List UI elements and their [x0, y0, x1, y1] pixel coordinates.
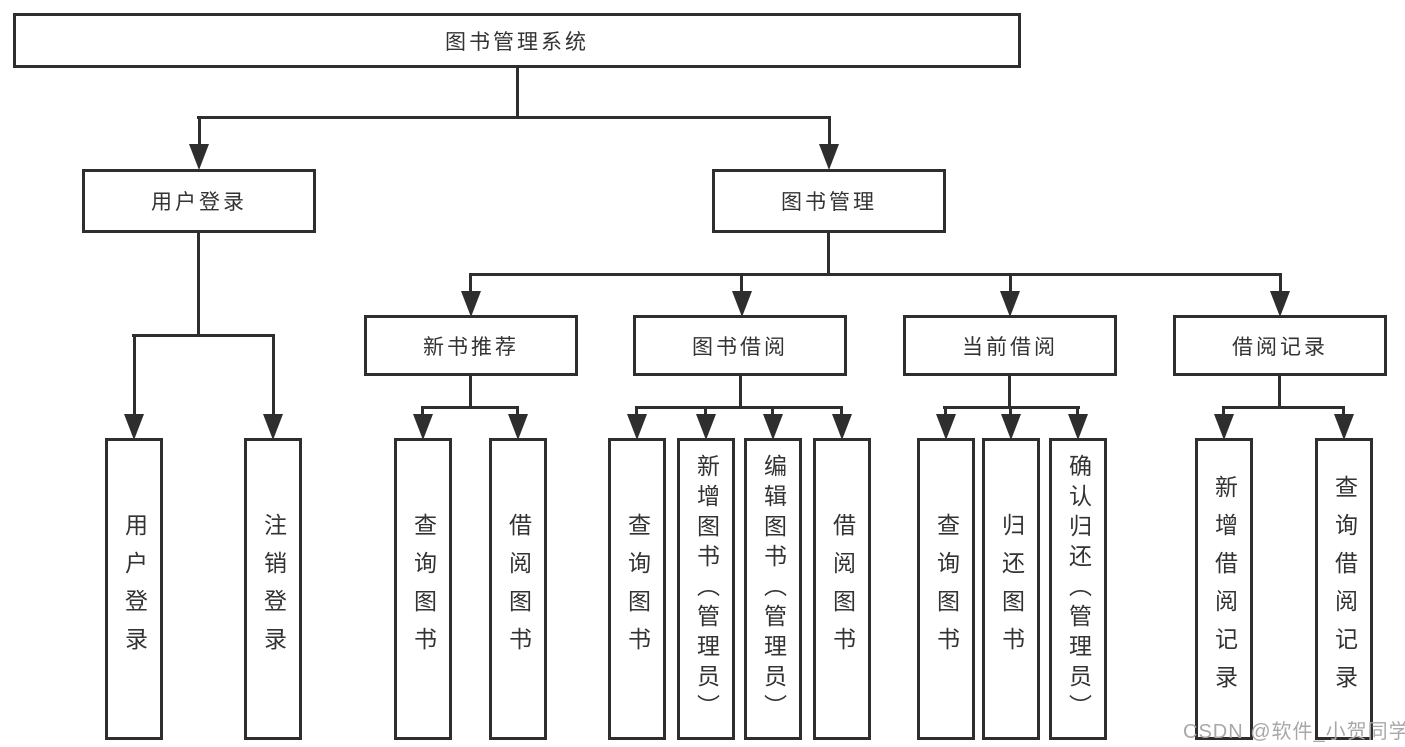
leaf-query-books-current-label: 查询图书: [933, 513, 960, 665]
leaf-borrow-books-label: 借阅图书: [829, 513, 856, 665]
node-user-login-label: 用户登录: [151, 191, 247, 214]
connector-hline: [197, 116, 831, 119]
arrow-down-icon: [627, 414, 647, 440]
connector-arrow-stub: [944, 406, 947, 418]
arrow-down-icon: [1270, 291, 1290, 317]
node-book-borrowing: 图书借阅: [633, 315, 847, 376]
connector-vline: [1278, 374, 1281, 409]
node-user-login: 用户登录: [82, 169, 316, 233]
leaf-query-books-current: 查询图书: [917, 438, 975, 740]
node-new-book-recommend: 新书推荐: [364, 315, 578, 376]
connector-hline: [635, 406, 843, 409]
connector-arrow-stub: [1222, 406, 1225, 418]
leaf-query-books-borrow: 查询图书: [608, 438, 666, 740]
connector-vline: [469, 374, 472, 409]
leaf-borrow-books-recommend-label: 借阅图书: [505, 513, 532, 665]
arrow-down-icon: [263, 414, 283, 440]
node-book-management: 图书管理: [712, 169, 946, 233]
connector-vline: [739, 374, 742, 409]
connector-arrow-stub: [740, 273, 743, 295]
node-current-borrowing: 当前借阅: [903, 315, 1117, 376]
connector-arrow-stub: [1279, 273, 1282, 295]
leaf-borrow-books: 借阅图书: [813, 438, 871, 740]
arrow-down-icon: [413, 414, 433, 440]
leaf-edit-books-admin: 编辑图书（管理员）: [744, 438, 802, 740]
leaf-user-login: 用户登录: [105, 438, 163, 740]
leaf-query-books-recommend-label: 查询图书: [410, 513, 437, 665]
leaf-return-books-label: 归还图书: [998, 513, 1025, 665]
arrow-down-icon: [832, 414, 852, 440]
leaf-return-books: 归还图书: [982, 438, 1040, 740]
leaf-query-books-borrow-label: 查询图书: [624, 513, 651, 665]
leaf-query-borrow-record-label: 查询借阅记录: [1331, 475, 1358, 703]
connector-arrow-stub: [828, 116, 831, 148]
arrow-down-icon: [461, 291, 481, 317]
node-book-management-label: 图书管理: [781, 191, 877, 214]
arrow-down-icon: [732, 291, 752, 317]
arrow-down-icon: [936, 414, 956, 440]
connector-arrow-stub: [771, 406, 774, 418]
arrow-down-icon: [124, 414, 144, 440]
arrow-down-icon: [763, 414, 783, 440]
node-new-book-recommend-label: 新书推荐: [423, 335, 519, 359]
arrow-down-icon: [1334, 414, 1354, 440]
node-library-system-label: 图书管理系统: [445, 30, 589, 54]
arrow-down-icon: [189, 144, 209, 170]
connector-arrow-stub: [133, 334, 136, 418]
connector-arrow-stub: [840, 406, 843, 418]
arrow-down-icon: [696, 414, 716, 440]
arrow-down-icon: [1068, 414, 1088, 440]
leaf-logout: 注销登录: [244, 438, 302, 740]
leaf-add-books-admin: 新增图书（管理员）: [677, 438, 735, 740]
connector-arrow-stub: [635, 406, 638, 418]
connector-arrow-stub: [421, 406, 424, 418]
arrow-down-icon: [1001, 414, 1021, 440]
leaf-query-borrow-record: 查询借阅记录: [1315, 438, 1373, 740]
connector-arrow-stub: [469, 273, 472, 295]
node-borrowing-records-label: 借阅记录: [1232, 335, 1328, 359]
connector-hline: [469, 273, 1282, 276]
leaf-edit-books-admin-label: 编辑图书（管理员）: [760, 454, 787, 724]
connector-hline: [1222, 406, 1345, 409]
connector-vline: [197, 231, 200, 337]
connector-arrow-stub: [1342, 406, 1345, 418]
leaf-add-borrow-record-label: 新增借阅记录: [1211, 475, 1238, 703]
node-library-system: 图书管理系统: [13, 13, 1021, 68]
connector-arrow-stub: [198, 116, 201, 148]
connector-arrow-stub: [516, 406, 519, 418]
connector-vline: [1008, 374, 1011, 409]
connector-hline: [132, 334, 275, 337]
leaf-user-login-label: 用户登录: [121, 513, 148, 665]
connector-vline: [516, 66, 519, 119]
node-current-borrowing-label: 当前借阅: [962, 335, 1058, 359]
connector-arrow-stub: [1076, 406, 1079, 418]
arrow-down-icon: [819, 144, 839, 170]
leaf-add-books-admin-label: 新增图书（管理员）: [693, 454, 720, 724]
node-book-borrowing-label: 图书借阅: [692, 335, 788, 359]
node-borrowing-records: 借阅记录: [1173, 315, 1387, 376]
watermark: CSDN @软件_小贺同学: [1183, 721, 1405, 743]
connector-arrow-stub: [1009, 406, 1012, 418]
leaf-logout-label: 注销登录: [260, 513, 287, 665]
arrow-down-icon: [1000, 291, 1020, 317]
connector-hline: [421, 406, 519, 409]
leaf-borrow-books-recommend: 借阅图书: [489, 438, 547, 740]
connector-arrow-stub: [1009, 273, 1012, 295]
connector-arrow-stub: [704, 406, 707, 418]
connector-vline: [827, 231, 830, 276]
leaf-confirm-return-admin-label: 确认归还（管理员）: [1065, 454, 1092, 724]
leaf-add-borrow-record: 新增借阅记录: [1195, 438, 1253, 740]
arrow-down-icon: [508, 414, 528, 440]
leaf-query-books-recommend: 查询图书: [394, 438, 452, 740]
leaf-confirm-return-admin: 确认归还（管理员）: [1049, 438, 1107, 740]
arrow-down-icon: [1214, 414, 1234, 440]
connector-arrow-stub: [272, 334, 275, 418]
